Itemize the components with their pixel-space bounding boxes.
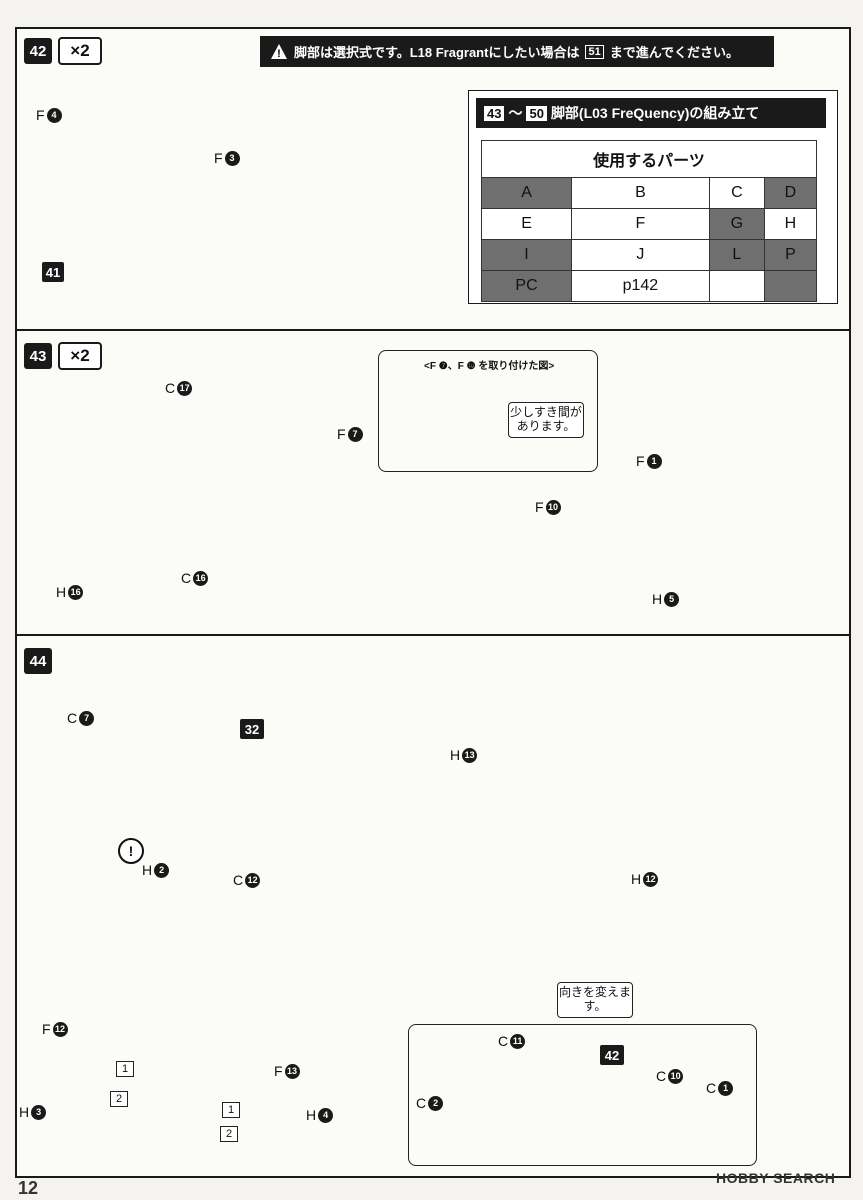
inset-assembled-view bbox=[378, 350, 598, 472]
parts-cell: G bbox=[708, 208, 765, 240]
page-number: 12 bbox=[18, 1178, 39, 1198]
step-number-44: 44 bbox=[24, 648, 52, 674]
parts-table-title: 使用するパーツ bbox=[481, 140, 817, 178]
assembly-tilde: 〜 bbox=[508, 105, 523, 121]
step-43-frame bbox=[15, 329, 851, 636]
selection-notice: ! 脚部は選択式です。L18 Fragrantにしたい場合は 51 まで進んでく… bbox=[260, 36, 774, 67]
parts-cell: F bbox=[571, 208, 710, 240]
ref-step-32: 32 bbox=[240, 719, 264, 739]
parts-cell: E bbox=[480, 208, 573, 240]
notice-step-ref: 51 bbox=[585, 44, 604, 59]
parts-cell: P bbox=[763, 239, 818, 271]
parts-cell bbox=[763, 270, 818, 302]
notice-text: 脚部は選択式です。L18 Fragrantにしたい場合は bbox=[294, 45, 580, 60]
parts-cell: I bbox=[480, 239, 573, 271]
caution-icon: ! bbox=[118, 838, 144, 864]
parts-cell: H bbox=[763, 208, 818, 240]
step-44-frame bbox=[15, 634, 851, 1178]
notice-suffix: まで進んでください。 bbox=[609, 45, 740, 60]
inset-reorient bbox=[408, 1024, 757, 1166]
sub-step-1b: 1 bbox=[222, 1102, 240, 1118]
inset-title: <F ❼、F ❿ を取り付けた図> bbox=[424, 361, 555, 372]
watermark: HOBBY SEARCH bbox=[716, 1170, 836, 1186]
step-number-43: 43 bbox=[24, 343, 52, 369]
parts-cell: PC bbox=[480, 270, 573, 302]
parts-cell: C bbox=[708, 177, 765, 209]
sub-step-1a: 1 bbox=[116, 1061, 134, 1077]
assembly-title: 脚部(L03 FreQuency)の組み立て bbox=[550, 105, 760, 121]
assembly-from: 43 bbox=[484, 105, 505, 121]
parts-cell: B bbox=[571, 177, 710, 209]
parts-cell: A bbox=[480, 177, 573, 209]
ref-step-41: 41 bbox=[42, 262, 64, 282]
sub-step-2a: 2 bbox=[110, 1091, 128, 1107]
turn-callout: 向きを変えます。 bbox=[557, 982, 633, 1018]
ref-step-42: 42 bbox=[600, 1045, 624, 1065]
multiplier-43: ×2 bbox=[58, 342, 102, 370]
parts-cell: J bbox=[571, 239, 710, 271]
parts-cell: D bbox=[763, 177, 818, 209]
step-number-42: 42 bbox=[24, 38, 52, 64]
assembly-to: 50 bbox=[526, 105, 547, 121]
assembly-header: 43 〜 50 脚部(L03 FreQuency)の組み立て bbox=[476, 98, 826, 128]
parts-cell: L bbox=[708, 239, 765, 271]
parts-cell bbox=[708, 270, 765, 302]
gap-callout: 少しすき間があります。 bbox=[508, 402, 584, 438]
multiplier-42: ×2 bbox=[58, 37, 102, 65]
sub-step-2b: 2 bbox=[220, 1126, 238, 1142]
parts-cell: p142 bbox=[571, 270, 710, 302]
svg-text:!: ! bbox=[277, 48, 281, 60]
warning-icon: ! bbox=[270, 43, 288, 61]
